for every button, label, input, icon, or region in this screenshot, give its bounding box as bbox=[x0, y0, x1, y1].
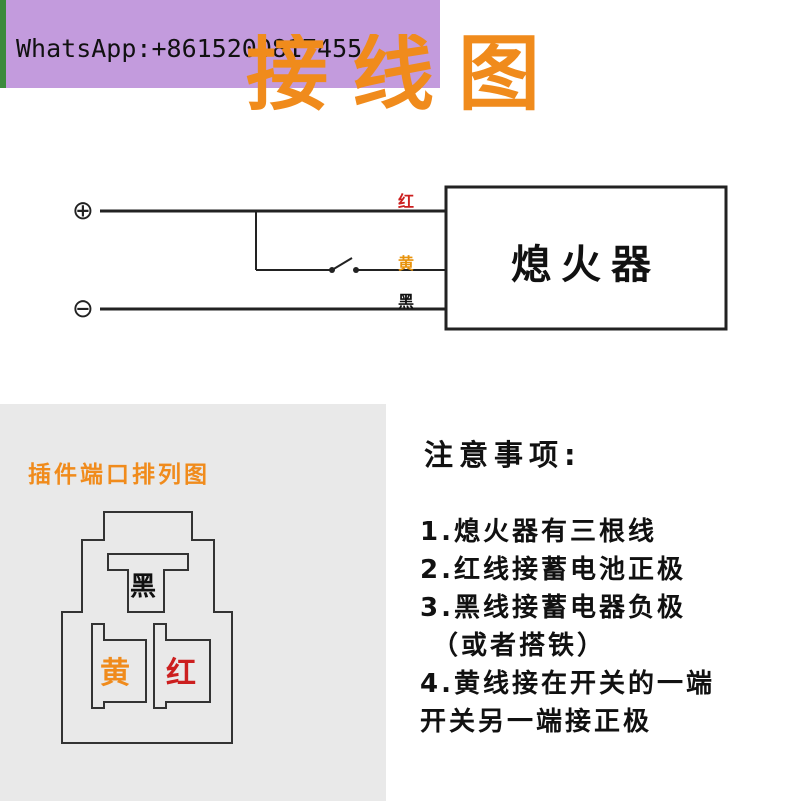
note-item: 1.熄火器有三根线 bbox=[420, 517, 657, 547]
notes-list: 1.熄火器有三根线 2.红线接蓄电池正极 3.黑线接蓄电器负极 （或者搭铁） 4… bbox=[420, 513, 715, 741]
note-item: （或者搭铁） bbox=[432, 631, 607, 661]
device-box bbox=[444, 185, 728, 331]
negative-terminal-icon: ⊖ bbox=[72, 294, 94, 324]
wire-label-red: 红 bbox=[398, 192, 415, 211]
note-item: 2.红线接蓄电池正极 bbox=[420, 555, 686, 585]
connector-panel bbox=[0, 404, 386, 801]
device-label: 熄火器 bbox=[511, 242, 661, 288]
page-title: 接线图 bbox=[246, 27, 565, 122]
note-item: 4.黄线接在开关的一端 bbox=[420, 669, 715, 699]
wire-label-yellow: 黄 bbox=[398, 254, 415, 273]
wiring-diagram bbox=[100, 185, 728, 331]
pin-label-yellow: 黄 bbox=[100, 656, 130, 691]
positive-terminal-icon: ⊕ bbox=[72, 196, 94, 226]
pin-slot-yellow bbox=[91, 623, 147, 709]
pin-slot-black bbox=[107, 553, 189, 613]
pin-label-black: 黑 bbox=[130, 572, 157, 602]
pin-label-red: 红 bbox=[166, 656, 196, 691]
pin-slot-red bbox=[153, 623, 211, 709]
connector-housing bbox=[61, 511, 233, 744]
note-item: 3.黑线接蓄电器负极 bbox=[420, 593, 686, 623]
note-item: 开关另一端接正极 bbox=[420, 707, 653, 737]
connector-title: 插件端口排列图 bbox=[28, 462, 210, 488]
switch-blade bbox=[331, 257, 353, 271]
connector-outline bbox=[61, 511, 233, 744]
watermark-banner: WhatsApp:+8615200817455 bbox=[0, 0, 440, 88]
wire-label-black: 黑 bbox=[398, 292, 415, 311]
watermark-text: WhatsApp:+8615200817455 bbox=[16, 34, 363, 63]
notes-title: 注意事项: bbox=[424, 438, 582, 472]
